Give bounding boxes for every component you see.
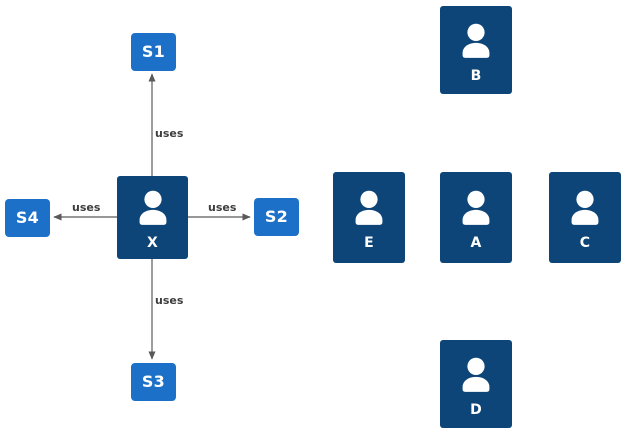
actor-label-x: X (147, 235, 158, 251)
actor-label-e: E (364, 235, 374, 251)
service-label-s1: S1 (141, 42, 166, 61)
service-label-s2: S2 (264, 207, 289, 226)
service-box-s3[interactable]: S3 (131, 363, 176, 401)
actor-card-d[interactable]: D (440, 340, 512, 428)
person-icon (462, 23, 490, 58)
person-icon (571, 190, 599, 225)
service-box-s2[interactable]: S2 (254, 198, 299, 236)
actor-card-b[interactable]: B (440, 6, 512, 94)
service-label-s3: S3 (141, 372, 166, 391)
actor-card-e[interactable]: E (333, 172, 405, 263)
actor-label-d: D (470, 401, 482, 418)
edge-label-x-to-s1: uses (155, 127, 184, 140)
service-label-s4: S4 (15, 208, 40, 227)
person-icon (462, 357, 490, 392)
actor-label-a: A (470, 235, 482, 251)
person-icon (139, 190, 166, 225)
service-box-s4[interactable]: S4 (5, 199, 50, 237)
edge-label-x-to-s3: uses (155, 294, 184, 307)
edge-label-x-to-s4: uses (72, 201, 101, 214)
actor-card-x[interactable]: X (117, 176, 188, 259)
actor-card-c[interactable]: C (549, 172, 621, 263)
actor-card-a[interactable]: A (440, 172, 512, 263)
person-icon (355, 190, 383, 225)
actor-label-b: B (470, 67, 482, 84)
service-box-s1[interactable]: S1 (131, 33, 176, 71)
edge-label-x-to-s2: uses (208, 201, 237, 214)
actor-label-c: C (579, 235, 591, 251)
person-icon (462, 190, 490, 225)
